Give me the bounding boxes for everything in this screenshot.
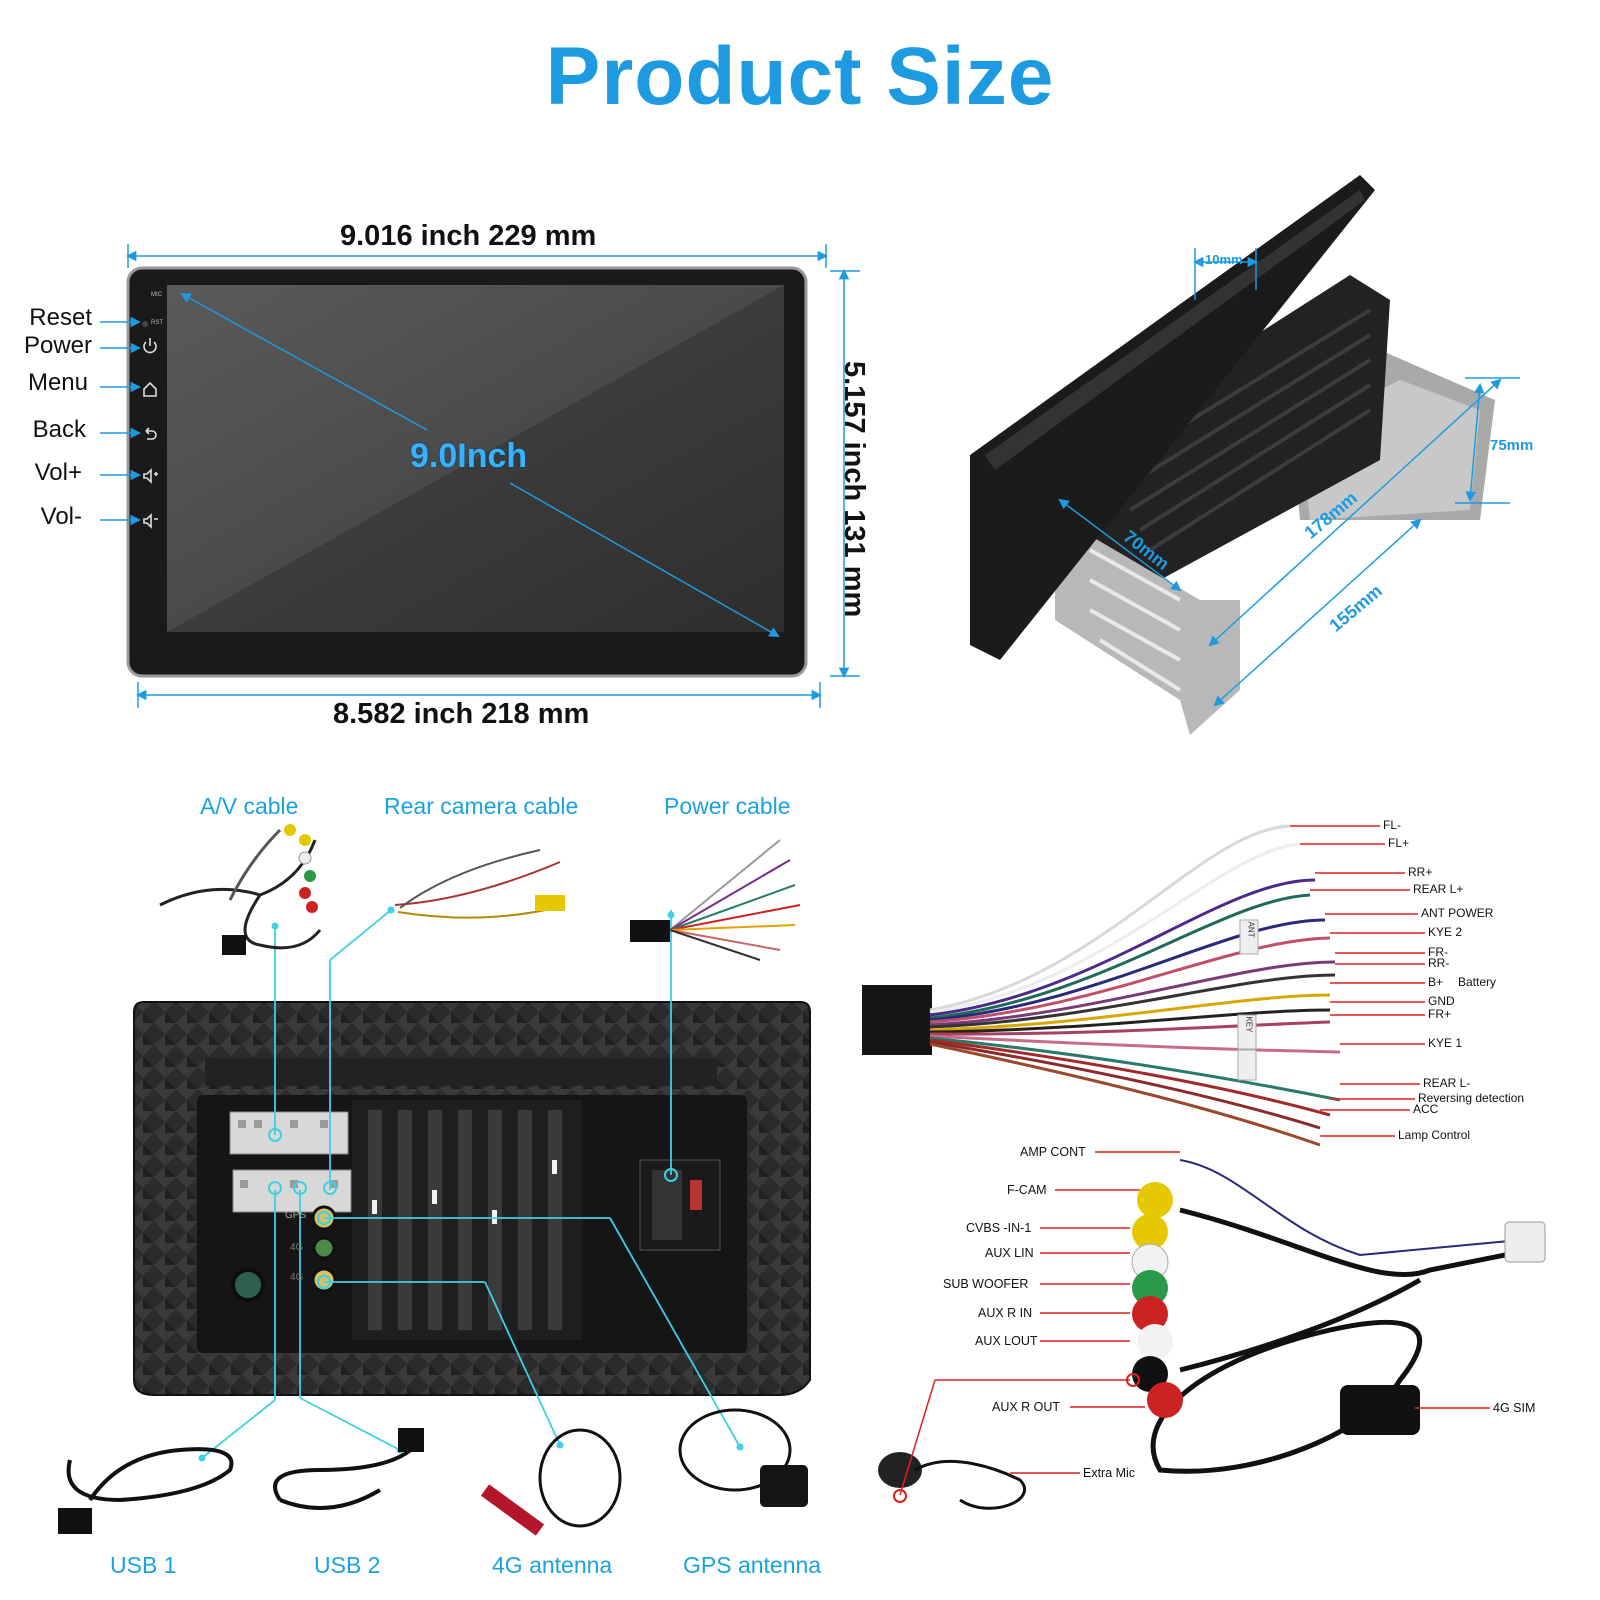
wire-label: ANT POWER <box>1421 906 1494 920</box>
wire-label: GND <box>1428 994 1455 1008</box>
av-label: SUB WOOFER <box>943 1277 1029 1291</box>
wire-label: RR+ <box>1408 865 1433 879</box>
wire-label: ACC <box>1413 1102 1439 1116</box>
gps-port-label: GPS <box>285 1210 307 1221</box>
4g-antenna-caption: 4G antenna <box>492 1552 613 1578</box>
wire-label: Reversing detection <box>1418 1091 1525 1105</box>
mic-label: MIC <box>151 292 162 298</box>
av-label: AUX LOUT <box>975 1334 1038 1348</box>
ant-tag: ANT <box>1246 921 1256 938</box>
wire-label: FL+ <box>1388 836 1410 850</box>
wire-label: RR- <box>1428 956 1450 970</box>
gps-antenna-caption: GPS antenna <box>683 1552 822 1578</box>
4g-antenna-thumbnail <box>480 1428 622 1536</box>
av-label: AUX R IN <box>978 1306 1033 1320</box>
gps-antenna-thumbnail <box>678 1408 808 1507</box>
av-label: AMP CONT <box>1020 1145 1086 1159</box>
av-harness <box>878 1159 1546 1510</box>
side-dim-10mm: 10mm <box>1205 252 1243 267</box>
page-title: Product Size <box>545 31 1055 122</box>
av-label: Extra Mic <box>1083 1466 1136 1480</box>
back-label: Back <box>32 416 86 443</box>
wire-label: FR- <box>1428 945 1448 959</box>
wire-label: Battery <box>1458 975 1497 989</box>
usb2-thumbnail <box>273 1428 424 1510</box>
4g-port-label-1: 4G <box>290 1242 304 1253</box>
home-icon <box>143 381 157 397</box>
side-button-icons <box>143 338 158 529</box>
menu-label: Menu <box>27 369 88 396</box>
vol-up-label: Vol+ <box>34 459 82 486</box>
av-label: AUX LIN <box>985 1246 1034 1260</box>
wire-label: REAR L- <box>1423 1076 1471 1090</box>
wire-label: REAR L+ <box>1413 882 1464 896</box>
av-label: CVBS -IN-1 <box>966 1221 1032 1235</box>
diagonal-dimension: 9.0Inch <box>410 437 528 475</box>
av-cable-thumbnail <box>159 824 322 955</box>
av-label: AUX R OUT <box>992 1400 1061 1414</box>
power-harness <box>862 824 1341 1147</box>
av-label: F-CAM <box>1007 1183 1047 1197</box>
vol-down-label: Vol- <box>40 503 82 530</box>
rear-camera-cable-thumbnail <box>394 849 565 919</box>
volume-up-icon <box>143 468 158 484</box>
wire-label: FL- <box>1383 818 1401 832</box>
key-tag: KEY <box>1244 1016 1254 1033</box>
rst-label: RST <box>151 320 163 326</box>
reset-label: Reset <box>29 304 92 331</box>
usb1-caption: USB 1 <box>110 1552 177 1578</box>
back-icon <box>145 427 157 440</box>
volume-down-icon <box>143 513 158 529</box>
head-unit-back-panel <box>133 1001 811 1396</box>
4g-port-label-2: 4G <box>290 1272 304 1283</box>
usb1-thumbnail <box>58 1447 234 1534</box>
wire-label: Lamp Control <box>1398 1128 1471 1142</box>
wire-label: B+ <box>1428 975 1444 989</box>
wire-label: FR+ <box>1428 1007 1452 1021</box>
av-cable-caption: A/V cable <box>200 793 299 819</box>
power-cable-thumbnail <box>630 839 801 961</box>
power-cable-caption: Power cable <box>664 793 791 819</box>
power-icon <box>143 341 157 354</box>
usb2-caption: USB 2 <box>314 1552 381 1578</box>
wire-label: KYE 2 <box>1428 925 1463 939</box>
bottom-width-dimension: 8.582 inch 218 mm <box>333 698 590 730</box>
rear-camera-cable-caption: Rear camera cable <box>384 793 579 819</box>
av-label: 4G SIM <box>1493 1401 1536 1415</box>
side-dim-75mm: 75mm <box>1490 437 1534 454</box>
wire-label: KYE 1 <box>1428 1036 1463 1050</box>
power-label: Power <box>23 332 92 359</box>
top-width-dimension: 9.016 inch 229 mm <box>340 220 597 252</box>
height-dimension: 5.157 inch 131 mm <box>838 361 870 618</box>
